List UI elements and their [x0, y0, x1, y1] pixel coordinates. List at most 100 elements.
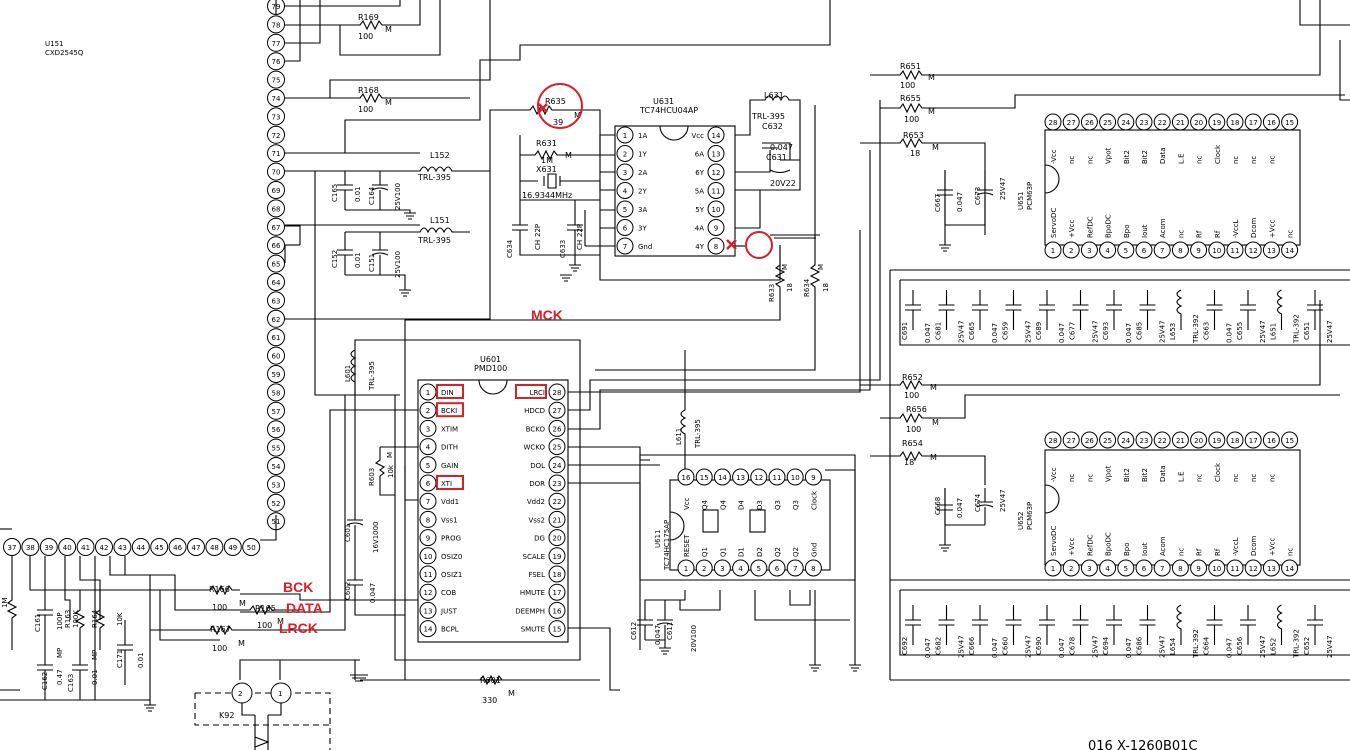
u611-pin-1-name: RESET [683, 534, 691, 557]
c631-value: 20V22 [770, 179, 796, 188]
u611-pin-8-number: 8 [811, 565, 815, 573]
u601-pin-21: 21 [548, 510, 566, 528]
u651-pin-9-number: 9 [1196, 247, 1200, 255]
u601-pin-24-number: 24 [553, 462, 562, 470]
u652-pin-7-name: Acom [1159, 536, 1167, 556]
u651-pin-23: 23 [1135, 113, 1153, 131]
u151-pin-43: 43 [113, 538, 132, 556]
u611-pin-10-name: Q3 [792, 500, 800, 510]
r631-value: 1M [541, 156, 553, 165]
u611-ref: U611 [654, 530, 662, 548]
u151-pin-68: 68 [267, 199, 285, 218]
u631-pin-14-number: 14 [712, 132, 721, 140]
u601-pin-21-number: 21 [553, 516, 562, 524]
u151-pin-49: 49 [223, 538, 242, 556]
u151-pin-64: 64 [267, 273, 285, 291]
u651-pin-26: 26 [1080, 113, 1098, 131]
u601-highlight-lrci [515, 384, 547, 399]
u601-pin-15: 15 [548, 620, 566, 638]
c689-ref: C689 [1035, 322, 1043, 340]
u151-part: CXD2545Q [45, 49, 84, 57]
c612-ref: C612 [630, 622, 638, 640]
u652-pin-12-number: 12 [1249, 565, 1258, 573]
bck-annotation: BCK [283, 579, 313, 595]
l654-value: TRL-392 [1192, 629, 1200, 659]
u652-pin-16-number: 16 [1267, 437, 1276, 445]
u151-pin-46: 46 [168, 538, 187, 556]
u652-pin-6-number: 6 [1142, 565, 1147, 573]
c667-c673 [937, 170, 994, 526]
u601-pin-7: 7 [419, 492, 437, 510]
c681-ref: C681 [935, 322, 943, 340]
pcm63-chips [1044, 129, 1301, 566]
u151-pin-73: 73 [267, 107, 285, 126]
u631-pin-5: 5 [616, 200, 634, 218]
c678-ref: C678 [1069, 637, 1077, 655]
c659-ref: C659 [1002, 322, 1010, 340]
u651-ref: U651 [1017, 192, 1025, 210]
x631-ref: X631 [536, 165, 557, 174]
u651-pin-18-name: nc [1232, 156, 1240, 164]
c663-ref: C663 [1203, 322, 1211, 340]
u151-pin-60: 60 [267, 346, 285, 365]
c663-value: 0.047 [1226, 323, 1234, 343]
u652-pin-2: 2 [1062, 559, 1080, 577]
r635-value: 39 [553, 118, 563, 127]
u651-pin-20-number: 20 [1194, 119, 1203, 127]
u652-pin-4: 4 [1099, 559, 1117, 577]
u651-pin-5: 5 [1117, 241, 1135, 259]
r635-highlight-circle [537, 83, 583, 129]
u601-pin-15-number: 15 [553, 626, 562, 634]
u601-pin-3-number: 3 [426, 425, 430, 433]
u651-pin-28: 28 [1044, 113, 1062, 131]
u631-pin-10: 10 [707, 200, 725, 218]
c689-value: 0.047 [1058, 323, 1066, 343]
c694-ref: C694 [1102, 636, 1110, 655]
u601-pin-4-name: DITH [441, 444, 458, 452]
u652-pin-28: 28 [1044, 431, 1062, 449]
u151-pin-53: 53 [267, 475, 285, 494]
l152: L152 TRL-395 [345, 151, 490, 182]
c612-value: 0.047 [654, 625, 662, 645]
u651-pin-19-name: Clock [1214, 144, 1222, 164]
u151-pin-52-number: 52 [272, 500, 281, 508]
u611-pin-6-number: 6 [775, 565, 780, 573]
u601-pin-26-name: BCKO [526, 425, 546, 433]
u631-pin8-cut-mark [726, 239, 737, 250]
u652-pin-17: 17 [1244, 431, 1262, 449]
c665-ref: C665 [968, 322, 976, 340]
u651-pin-15-number: 15 [1285, 119, 1294, 127]
r166-r165-r167 [150, 584, 300, 636]
u651-pin-1: 1 [1044, 241, 1062, 259]
u601-pin-28-name: LRCI [530, 389, 545, 397]
u601-pin-13-number: 13 [424, 607, 433, 615]
u651-pin-11-name: -VccL [1232, 219, 1240, 238]
c163-value: 0.01 [91, 669, 99, 685]
u151-pin-68-number: 68 [272, 205, 281, 213]
c694-value: 0.047 [1125, 638, 1133, 658]
u611-pin-13-number: 13 [736, 474, 745, 482]
u652-pin-4-name: BpoDC [1105, 532, 1113, 556]
u631-pin-6-number: 6 [623, 225, 628, 233]
u631-pin-13-number: 13 [712, 151, 721, 159]
u601-pin-6-name: XTI [441, 480, 452, 488]
u631-ref: U631 [653, 97, 674, 106]
l631-value: TRL-395 [751, 112, 785, 121]
c674-ref: C674 [974, 493, 982, 512]
u651-pin-8-number: 8 [1178, 247, 1182, 255]
u652-pin-5: 5 [1117, 559, 1135, 577]
u651-pin-7-number: 7 [1160, 247, 1164, 255]
c668-ref: C668 [934, 497, 942, 515]
u651-pin-27: 27 [1062, 113, 1080, 131]
u151-pin-57: 57 [267, 401, 285, 420]
u601-pin-13: 13 [419, 601, 437, 619]
c685-ref: C685 [1136, 322, 1144, 340]
r631-type: M [565, 151, 572, 160]
u151-pin-42-number: 42 [100, 544, 109, 552]
